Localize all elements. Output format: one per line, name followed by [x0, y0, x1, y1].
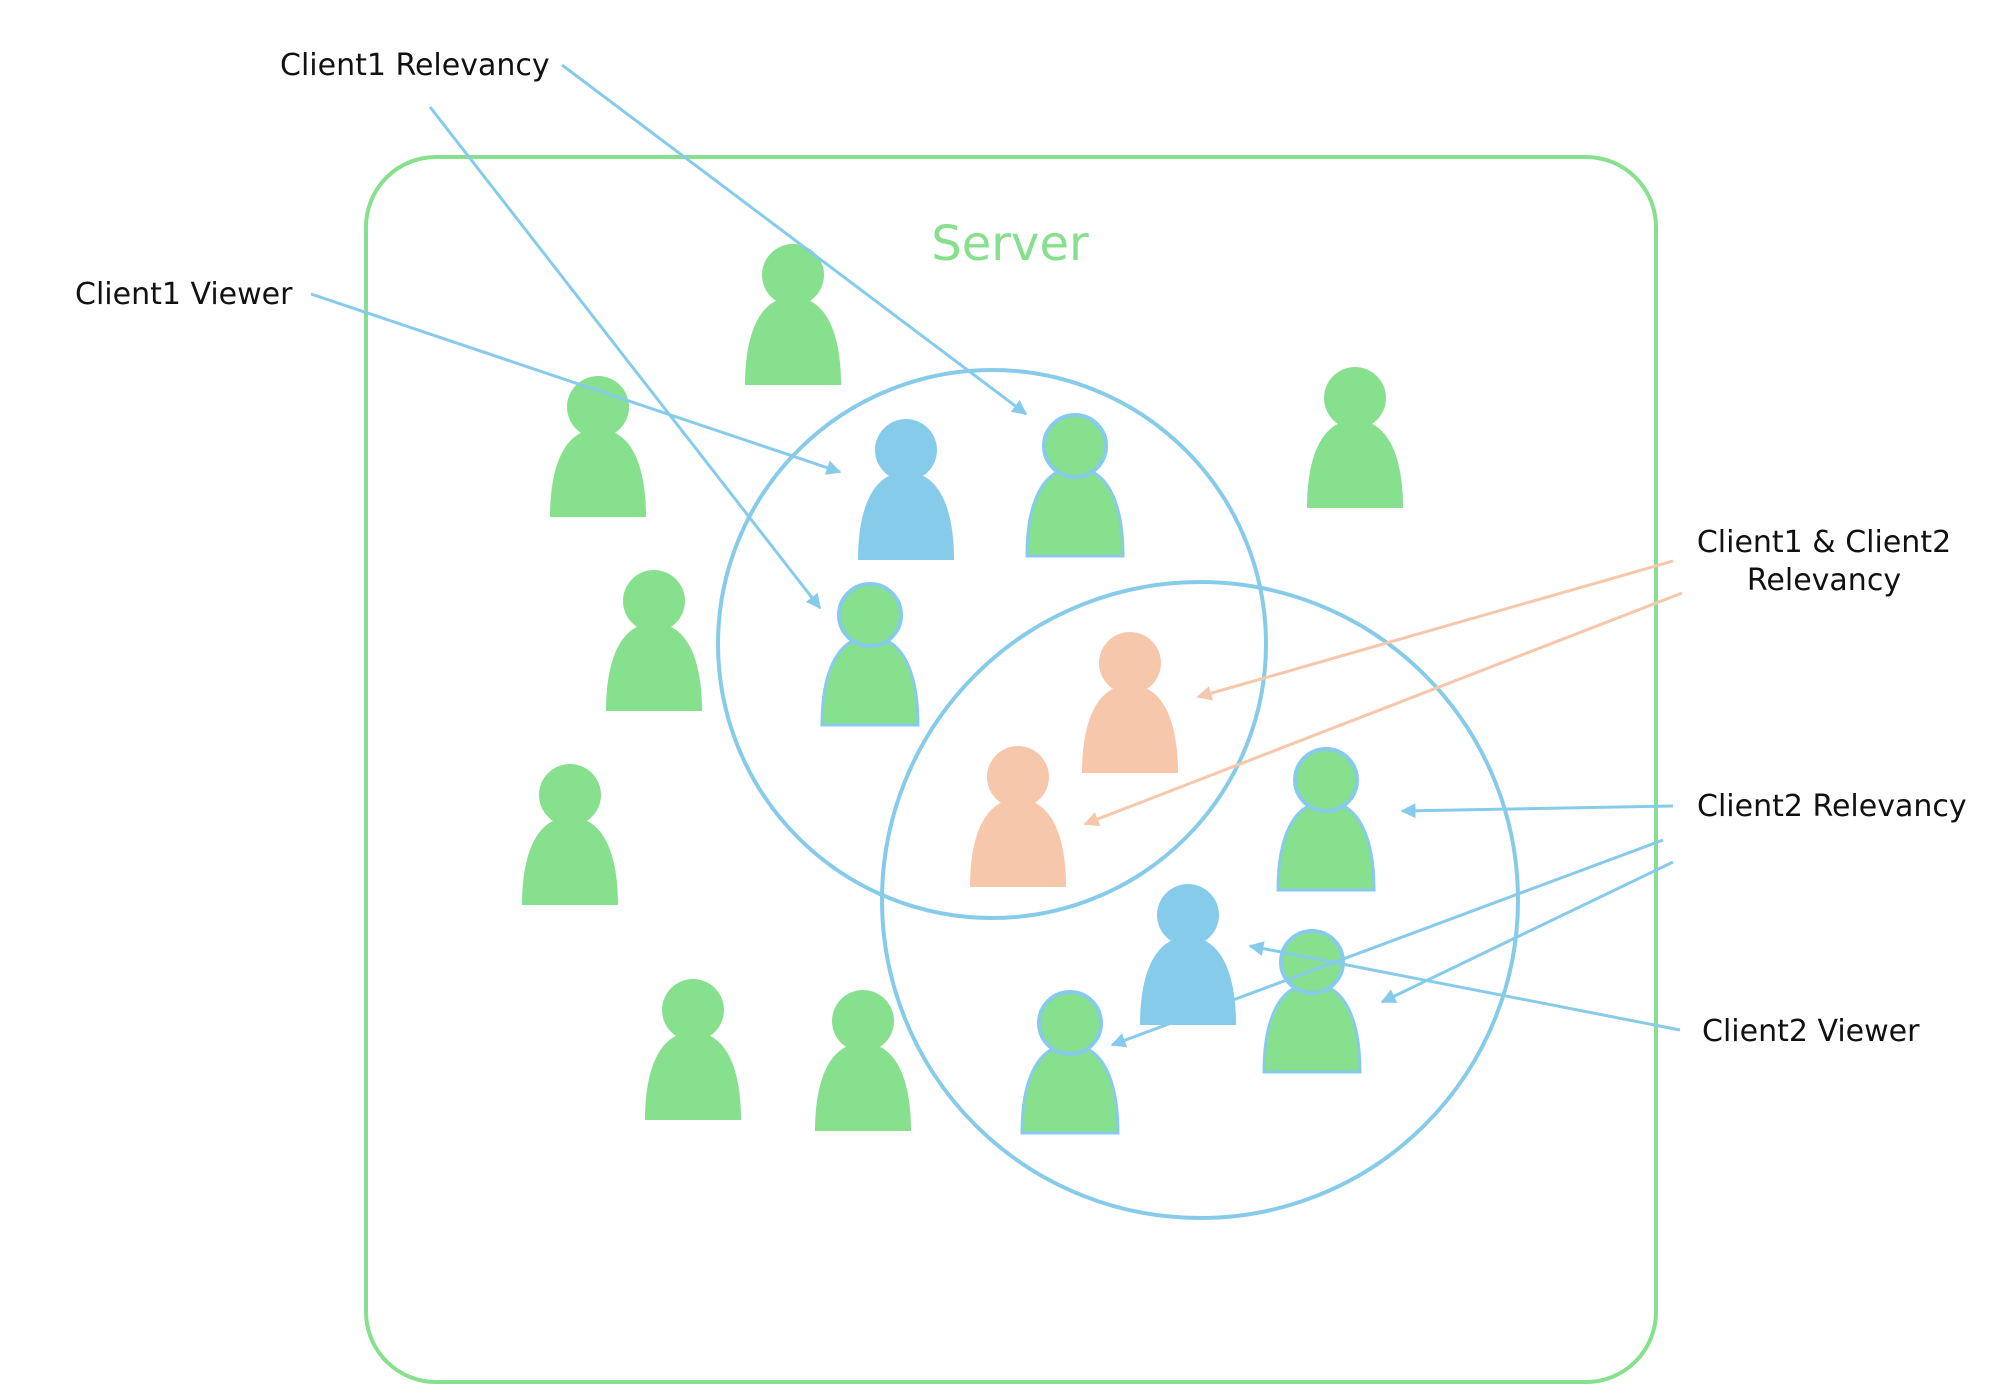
person-icon — [606, 570, 702, 711]
person-icon — [858, 419, 954, 560]
person-icon — [522, 764, 618, 905]
arrow-icon — [1400, 803, 1674, 819]
arrow-icon — [1196, 559, 1674, 701]
person-icon — [1025, 413, 1125, 558]
arrows-group — [310, 63, 1683, 1048]
person-icon — [1140, 884, 1236, 1025]
person-icon — [970, 746, 1066, 887]
arrow-icon — [428, 106, 822, 610]
arrow-icon — [1083, 591, 1683, 827]
people-group — [522, 244, 1403, 1135]
arrow-icon — [1248, 941, 1681, 1032]
client2-viewer-label: Client2 Viewer — [1702, 1014, 1920, 1049]
server-label: Server — [931, 216, 1089, 272]
client1-relevancy-circle — [716, 368, 1268, 920]
arrow-icon — [1380, 860, 1674, 1004]
client2-relevancy-label: Client2 Relevancy — [1697, 789, 1967, 824]
person-icon — [820, 582, 920, 727]
client1-relevancy-label: Client1 Relevancy — [280, 48, 550, 83]
person-icon — [1307, 367, 1403, 508]
shared-relevancy-label-line2: Relevancy — [1747, 563, 1901, 598]
arrow-icon — [310, 292, 842, 475]
person-icon — [1082, 632, 1178, 773]
person-icon — [815, 990, 911, 1131]
shared-relevancy-label-line1: Client1 & Client2 — [1697, 525, 1951, 560]
arrow-icon — [1110, 838, 1664, 1048]
person-icon — [1276, 747, 1376, 892]
client2-relevancy-circle — [880, 580, 1520, 1220]
person-icon — [645, 979, 741, 1120]
person-icon — [1020, 990, 1120, 1135]
person-icon — [745, 244, 841, 385]
person-icon — [550, 376, 646, 517]
client1-viewer-label: Client1 Viewer — [75, 277, 293, 312]
server-boundary — [364, 155, 1658, 1384]
arrow-icon — [561, 63, 1028, 416]
